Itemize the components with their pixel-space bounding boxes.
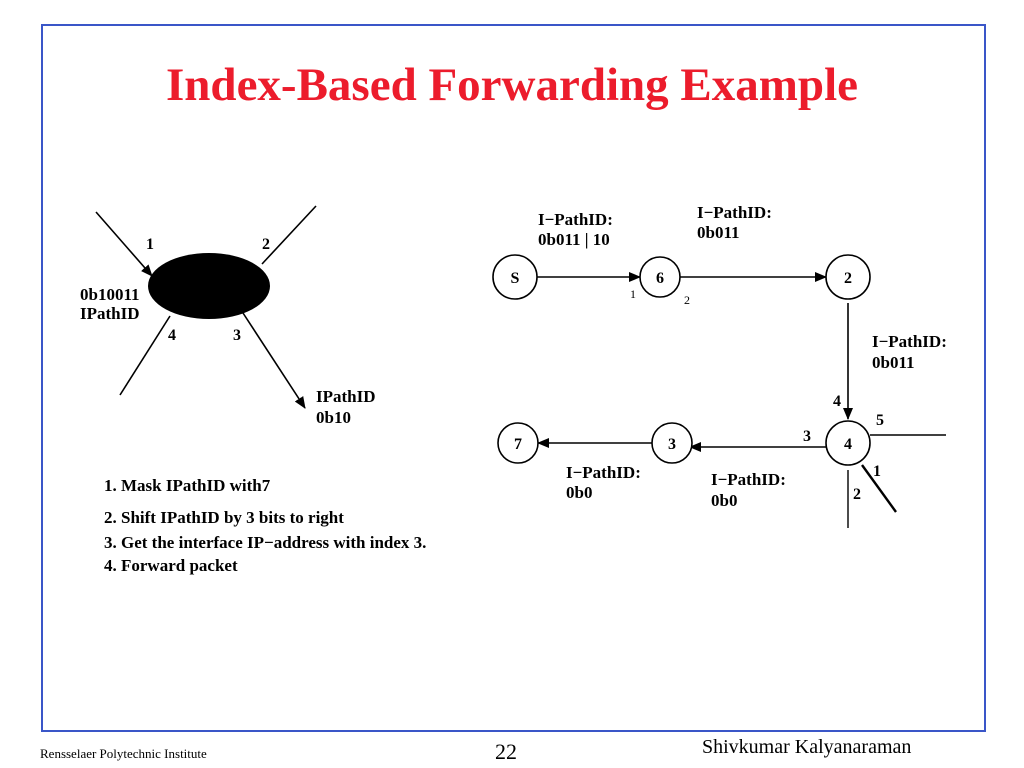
node-6: 6 [639, 256, 681, 298]
label-s-to-6-value: 0b011 | 10 [538, 230, 610, 249]
footer-author: Shivkumar Kalyanaraman [702, 736, 912, 758]
interface-4-link [119, 315, 171, 396]
right-path-diagram: S 6 2 4 3 7 I−PathID: 0b011 | 10 I−PathI… [492, 203, 947, 528]
outgoing-id-value: 0b10 [316, 408, 351, 427]
outgoing-id-name: IPathID [316, 387, 376, 406]
slide-title: Index-Based Forwarding Example [166, 59, 858, 111]
slide-frame [41, 24, 986, 732]
svg-text:3: 3 [668, 436, 676, 453]
interface-label-4: 4 [168, 327, 176, 344]
label-2-to-4-value: 0b011 [872, 353, 915, 372]
left-router-diagram: 1 2 3 4 0b10011 IPathID IPathID 0b10 [80, 205, 376, 427]
interface-3-link [242, 312, 306, 409]
node-2: 2 [825, 254, 871, 300]
interface-label-2: 2 [262, 236, 270, 253]
label-3-to-7-name: I−PathID: [566, 463, 641, 482]
interface-label-1: 1 [146, 236, 154, 253]
label-4-to-3-name: I−PathID: [711, 470, 786, 489]
label-2-to-4-name: I−PathID: [872, 332, 947, 351]
node-s: S [492, 254, 538, 300]
label-3-to-7-value: 0b0 [566, 483, 592, 502]
port-label-4-port1: 1 [873, 463, 881, 480]
router-node [148, 253, 270, 319]
node-3: 3 [651, 422, 693, 464]
label-4-to-3-value: 0b0 [711, 491, 737, 510]
port-label-4-port3: 3 [803, 428, 811, 445]
svg-text:2: 2 [844, 270, 852, 287]
svg-text:S: S [511, 270, 520, 287]
interface-1-link [95, 211, 153, 277]
step-4: 4. Forward packet [104, 556, 238, 575]
node-7: 7 [497, 422, 539, 464]
port-label-4-in: 4 [833, 393, 841, 410]
edge-4-port-1 [861, 464, 897, 513]
footer-institute: Rensselaer Polytechnic Institute [40, 746, 207, 761]
incoming-id-name: IPathID [80, 304, 140, 323]
interface-label-3: 3 [233, 327, 241, 344]
label-6-to-2-name: I−PathID: [697, 203, 772, 222]
incoming-id-value: 0b10011 [80, 285, 140, 304]
step-1: 1. Mask IPathID with7 [104, 476, 271, 495]
port-label-6-out: 2 [684, 293, 690, 307]
svg-text:7: 7 [514, 436, 522, 453]
interface-2-link [261, 205, 317, 265]
svg-text:4: 4 [844, 436, 852, 453]
port-label-6-in: 1 [630, 287, 636, 301]
port-label-4-port5: 5 [876, 412, 884, 429]
node-4: 4 [825, 420, 871, 466]
step-2: 2. Shift IPathID by 3 bits to right [104, 508, 344, 527]
port-label-4-port2: 2 [853, 486, 861, 503]
label-6-to-2-value: 0b011 [697, 223, 740, 242]
footer-page-number: 22 [495, 739, 517, 764]
svg-text:6: 6 [656, 270, 664, 287]
step-3: 3. Get the interface IP−address with ind… [104, 533, 427, 552]
label-s-to-6-name: I−PathID: [538, 210, 613, 229]
